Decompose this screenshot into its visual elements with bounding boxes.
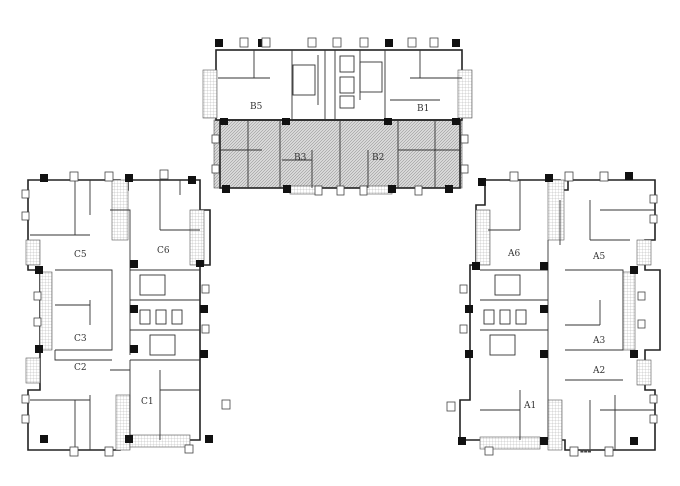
hatched-units-area bbox=[213, 119, 463, 189]
block-b-interior-walls bbox=[218, 50, 462, 188]
block-c: C5 C6 C3 C2 C1 bbox=[21, 169, 231, 457]
balcony-c-3 bbox=[39, 271, 53, 351]
unit-label-a5: A5 bbox=[592, 252, 605, 262]
balcony-a-1 bbox=[547, 179, 565, 241]
balcony-c-2 bbox=[189, 209, 205, 266]
window-bays bbox=[446, 171, 658, 457]
room-tag: ■■■ bbox=[580, 448, 592, 453]
balcony-a-3 bbox=[622, 271, 636, 351]
balcony-a-5 bbox=[636, 359, 652, 386]
window-bays bbox=[211, 37, 469, 196]
balcony-a-6 bbox=[547, 399, 563, 451]
block-a: ■■■ A6 A5 A3 A2 A1 bbox=[446, 171, 661, 457]
unit-label-c6: C6 bbox=[157, 246, 170, 256]
unit-label-b2: B2 bbox=[372, 153, 384, 163]
unit-label-b5: B5 bbox=[250, 102, 263, 112]
balcony-c-5 bbox=[25, 357, 41, 384]
unit-label-b3: B3 bbox=[294, 153, 307, 163]
block-a-interior-walls bbox=[480, 180, 655, 450]
balcony-a-2 bbox=[475, 209, 491, 266]
unit-label-c3: C3 bbox=[74, 334, 87, 344]
balcony-east bbox=[457, 69, 473, 119]
unit-label-a3: A3 bbox=[592, 336, 605, 346]
unit-label-a1: A1 bbox=[523, 401, 536, 411]
balcony-c-4 bbox=[25, 239, 41, 266]
unit-label-c1: C1 bbox=[141, 397, 154, 407]
balcony-a-4 bbox=[636, 239, 652, 266]
unit-label-a6: A6 bbox=[507, 249, 520, 259]
block-c-interior-walls bbox=[30, 180, 200, 450]
unit-label-c2: C2 bbox=[74, 363, 87, 373]
balcony-west bbox=[202, 69, 218, 119]
unit-label-a2: A2 bbox=[592, 366, 605, 376]
unit-label-c5: C5 bbox=[74, 250, 87, 260]
block-b: B5 B1 B3 B2 bbox=[202, 37, 473, 196]
columns bbox=[35, 174, 213, 443]
unit-label-b1: B1 bbox=[417, 104, 429, 114]
window-bays bbox=[21, 169, 231, 457]
columns bbox=[458, 172, 638, 445]
columns bbox=[215, 39, 460, 193]
